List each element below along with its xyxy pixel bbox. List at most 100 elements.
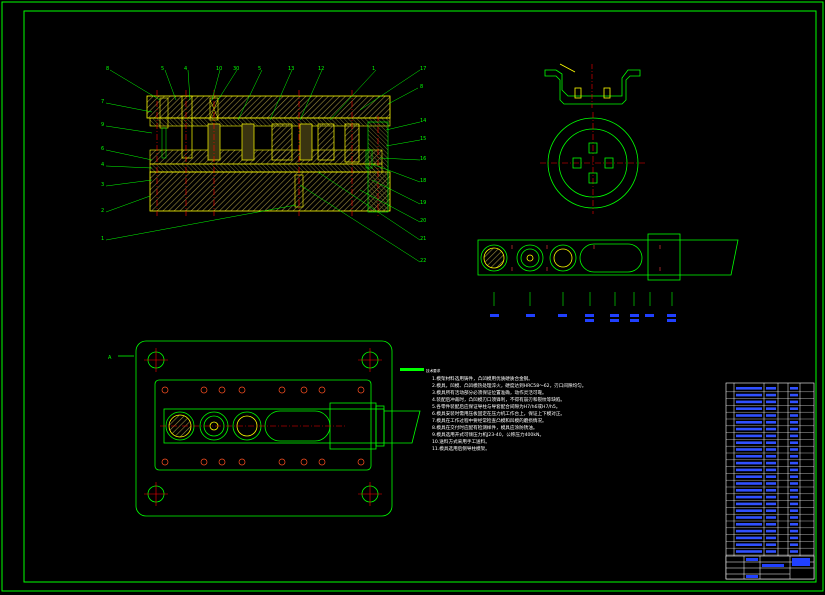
parts-list-cell [766, 414, 776, 417]
svg-text:3: 3 [101, 182, 104, 188]
parts-list-cell [790, 441, 798, 444]
parts-list-cell [766, 455, 776, 458]
parts-list-cell [736, 529, 762, 533]
svg-text:6: 6 [101, 146, 104, 152]
parts-list-cell [766, 543, 776, 546]
tech-note-4: 4.装配后冲裁时，凸凹模刃口须锋利，不得有崩刃和裂纹等缺陷。 [432, 396, 565, 403]
svg-text:22: 22 [420, 258, 426, 264]
parts-list-cell [766, 461, 776, 465]
strip-layout [477, 233, 739, 281]
svg-text:10: 10 [216, 66, 222, 72]
strip-dimension-markers [490, 292, 676, 322]
parts-list-cell [736, 475, 762, 478]
parts-list-cell [736, 502, 762, 506]
parts-list-cell [766, 448, 776, 451]
tech-note-9: 9.模具选用开式可倾压力机J23-40，公称压力400kN。 [432, 431, 544, 438]
svg-text:4: 4 [101, 162, 104, 168]
parts-list-cell [736, 482, 762, 485]
svg-text:20: 20 [420, 218, 426, 224]
parts-list-cell [766, 475, 776, 478]
svg-text:1: 1 [372, 66, 375, 72]
parts-list-cell [790, 421, 798, 424]
parts-list-cell [766, 407, 776, 410]
tech-note-5: 5.各零件装配后应保证导柱与导套配合间隙为H7/h6或H7/h5。 [432, 403, 560, 410]
svg-text:13: 13 [288, 66, 294, 72]
parts-list-cell [736, 441, 762, 444]
svg-text:15: 15 [420, 136, 426, 142]
parts-list-cell [790, 550, 798, 553]
plan-view [118, 340, 421, 517]
parts-list-cell [736, 414, 762, 417]
parts-list-cell [790, 400, 798, 404]
svg-text:16: 16 [420, 156, 426, 162]
inner-frame [23, 10, 817, 583]
tech-note-1: 1.模架材料选用铸件，凸凹模用优质硬质合金钢。 [432, 375, 533, 382]
parts-list-cell [736, 509, 762, 512]
tech-note-11: 11.模具选用后侧导柱模架。 [432, 445, 490, 452]
tech-note-3: 3.模具所有活动部分必须保证位置准确，动作灵活可靠。 [432, 389, 547, 396]
parts-list-cell [736, 427, 762, 431]
svg-text:7: 7 [101, 99, 104, 105]
parts-list-cell [766, 468, 776, 472]
parts-list-cell [790, 414, 798, 417]
parts-list-cell [766, 509, 776, 512]
parts-list-cell [736, 455, 762, 458]
parts-list-cell [766, 502, 776, 506]
parts-list-cell [790, 434, 798, 438]
svg-text:21: 21 [420, 236, 426, 242]
svg-text:12: 12 [318, 66, 324, 72]
svg-text:1: 1 [101, 236, 104, 242]
svg-text:18: 18 [420, 178, 426, 184]
parts-list-cell [790, 516, 798, 519]
svg-text:9: 9 [101, 122, 104, 128]
tech-note-7: 7.模具在工作过程中要经常检查凸模和凹模的磨损情况。 [432, 417, 547, 424]
svg-text:5: 5 [161, 66, 164, 72]
parts-list-cell [766, 489, 776, 492]
tech-note-2: 2.模具，凹模、凸凹模热处理淬火，硬度达到HRC58～62，刃口间隙均匀。 [432, 382, 586, 389]
parts-list-cell [736, 543, 762, 546]
parts-list-cell [766, 400, 776, 404]
svg-text:30: 30 [233, 66, 239, 72]
tech-note-10: 10.送料方式采用手工送料。 [432, 438, 490, 445]
parts-list-cell [736, 516, 762, 519]
parts-list-cell [736, 400, 762, 404]
parts-list-cell [766, 427, 776, 431]
parts-list-cell [790, 495, 798, 499]
parts-list-cell [790, 475, 798, 478]
parts-list-cell [736, 448, 762, 451]
parts-list-cell [766, 393, 776, 397]
part-side-view [544, 63, 641, 108]
parts-list-cell [736, 387, 762, 390]
parts-list-cell [790, 509, 798, 512]
parts-list-cell [736, 393, 762, 397]
parts-list-cell [766, 516, 776, 519]
parts-list-cell [766, 536, 776, 540]
parts-list-cell [766, 523, 776, 526]
svg-text:17: 17 [420, 66, 426, 72]
parts-list-cell [736, 489, 762, 492]
parts-list-cell [766, 550, 776, 553]
svg-text:14: 14 [420, 118, 426, 124]
parts-list-cell [790, 427, 798, 431]
parts-list-cell [790, 543, 798, 546]
parts-list-cell [736, 495, 762, 499]
parts-list-cell [736, 523, 762, 526]
main-section-view [146, 90, 391, 216]
parts-list-cell [766, 421, 776, 424]
parts-list-cell [736, 407, 762, 410]
parts-list-cell [790, 482, 798, 485]
parts-list-cell [790, 461, 798, 465]
parts-list-cell [736, 468, 762, 472]
tech-note-6: 6.模具安装时需用压板固定在压力机工作台上，保证上下模对正。 [432, 410, 565, 417]
svg-text:8: 8 [420, 84, 423, 90]
parts-list-cell [766, 387, 776, 390]
parts-list-cell [790, 455, 798, 458]
svg-text:5: 5 [258, 66, 261, 72]
leader-lines [105, 69, 421, 263]
section-marker: A [108, 355, 112, 361]
parts-list-cell [736, 550, 762, 553]
tech-notes: 技术要求 1.模架材料选用铸件，凸凹模用优质硬质合金钢。 2.模具，凹模、凸凹模… [400, 368, 586, 452]
tech-notes-title: 技术要求 [426, 368, 441, 373]
parts-list-cell [790, 536, 798, 540]
